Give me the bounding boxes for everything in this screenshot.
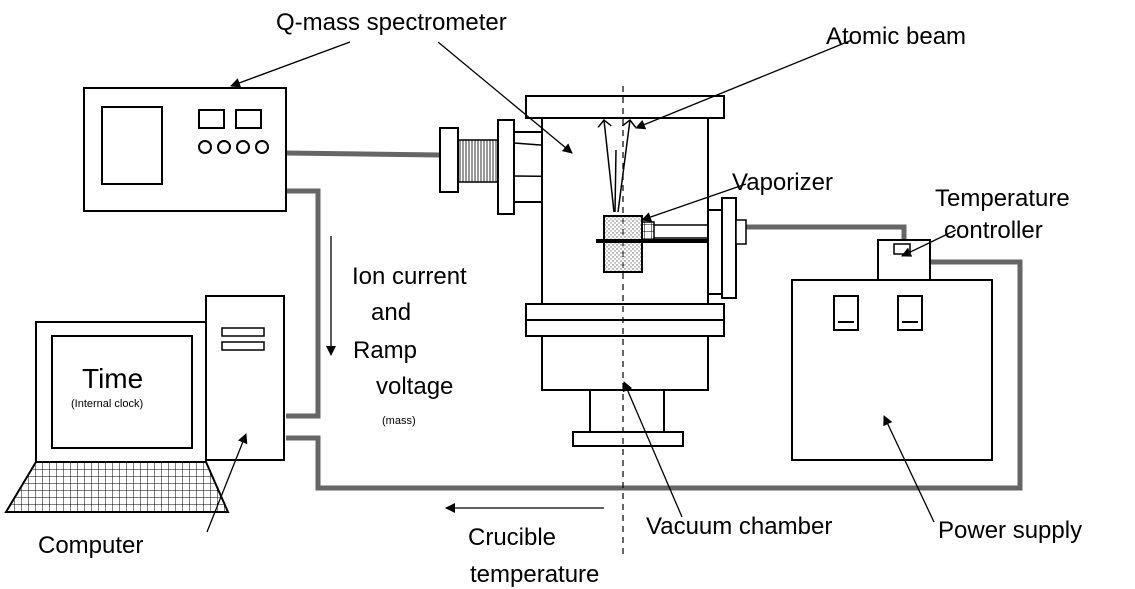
power-supply-meter-1	[833, 295, 859, 331]
controller-knob	[217, 140, 231, 154]
cable-spectrometer-to-computer	[286, 188, 321, 419]
monitor-screen	[51, 335, 193, 449]
cable-vaporizer-to-controller	[745, 224, 907, 240]
label-ion-current: Ion current	[352, 263, 467, 290]
arrow-temperature-controller	[901, 229, 957, 257]
arrows	[206, 39, 957, 533]
label-voltage: voltage	[376, 373, 453, 400]
controller-knob	[255, 140, 269, 154]
label-crucible: Crucible	[468, 524, 556, 551]
q-mass-bellows	[457, 139, 499, 183]
label-time: Time	[82, 363, 143, 394]
controller-knob	[198, 140, 212, 154]
power-supply	[791, 239, 993, 461]
label-and: and	[371, 299, 411, 326]
chamber-lower-body	[541, 335, 709, 391]
atomic-beam	[604, 120, 630, 213]
label-q-mass-spectrometer: Q-mass spectrometer	[276, 9, 507, 36]
spectrometer-controller	[83, 87, 287, 212]
chamber-pump-port	[589, 389, 665, 433]
side-port-flange-2	[721, 197, 737, 299]
vacuum-chamber	[525, 86, 725, 555]
label-internal-clock: (Internal clock)	[71, 398, 143, 410]
arrow-computer	[206, 433, 248, 533]
controller-display-1	[198, 109, 225, 129]
power-supply-meter-2	[897, 295, 923, 331]
computer-tower	[205, 295, 285, 461]
label-vacuum-chamber: Vacuum chamber	[646, 513, 832, 540]
keyboard	[4, 461, 230, 513]
arrow-vacuum-chamber	[622, 381, 683, 518]
chamber-body	[541, 117, 709, 305]
label-vaporizer: Vaporizer	[732, 169, 833, 196]
label-ramp: Ramp	[353, 337, 417, 364]
arrow-atomic-beam	[635, 39, 853, 130]
arrow-vaporizer	[641, 183, 747, 222]
chamber-top-flange	[525, 95, 725, 119]
chamber-mid-flange-bottom	[525, 319, 725, 337]
label-power-supply: Power supply	[938, 517, 1082, 544]
chamber-mid-flange-top	[525, 303, 725, 321]
vaporizer-crucible	[603, 215, 643, 273]
arrow-power-supply	[883, 415, 935, 523]
labels: Q-mass spectrometer Atomic beam Vaporize…	[38, 9, 1082, 588]
controller-knob	[236, 140, 250, 154]
side-port-flange-1	[707, 209, 723, 295]
controller-screen	[101, 106, 163, 185]
chamber-bottom-flange	[572, 431, 684, 447]
arrow-q-mass-to-controller	[230, 41, 351, 88]
label-controller: controller	[944, 217, 1043, 244]
computer-monitor	[4, 321, 230, 513]
label-atomic-beam: Atomic beam	[826, 23, 966, 50]
vaporizer-unit	[596, 197, 747, 299]
arrow-q-mass-to-tube	[437, 41, 573, 154]
label-temperature: Temperature	[935, 185, 1070, 212]
cable-spectrometer-to-qmass	[285, 150, 441, 158]
label-crucible-temperature: temperature	[470, 561, 599, 588]
label-mass: (mass)	[382, 415, 416, 427]
label-computer: Computer	[38, 532, 143, 559]
controller-display-2	[235, 109, 262, 129]
